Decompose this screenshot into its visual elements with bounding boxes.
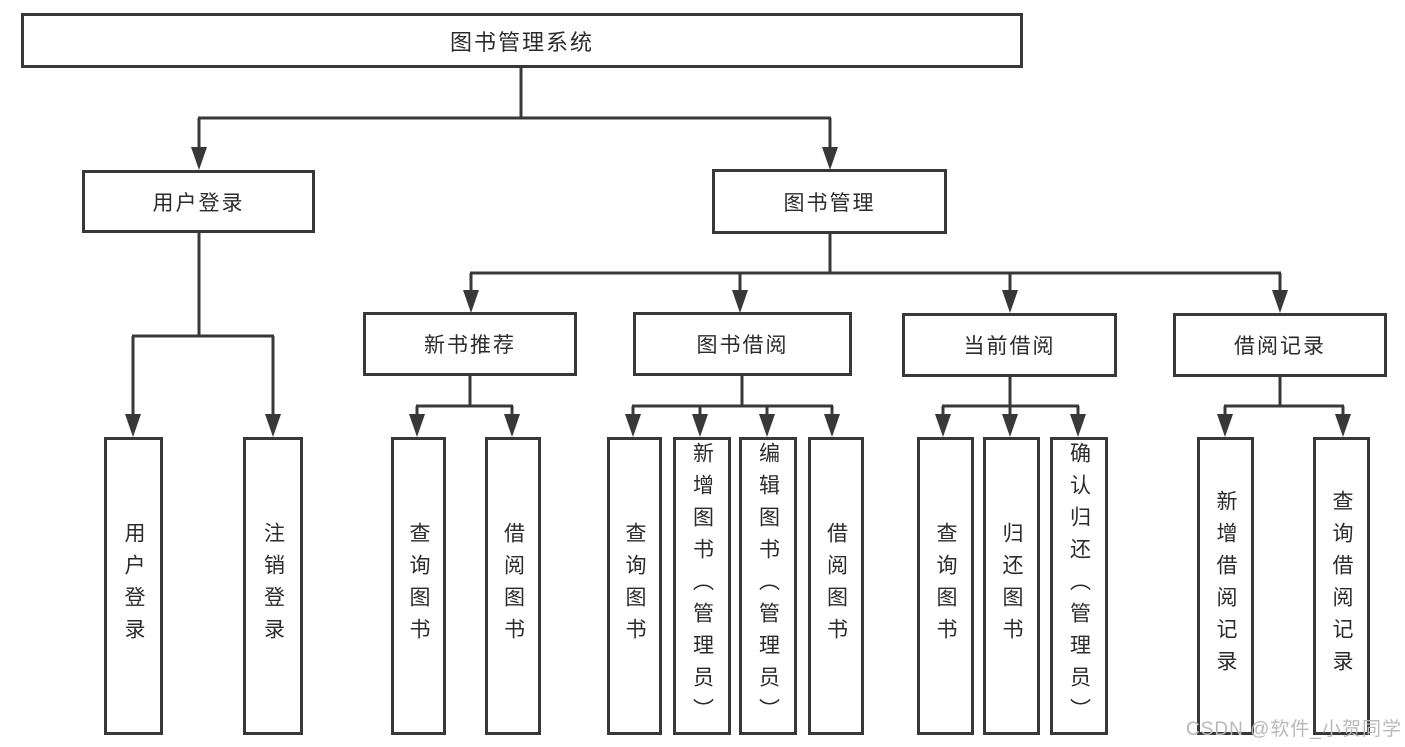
arrowhead-icons (125, 147, 1351, 437)
node-root-label: 图书管理系统 (449, 29, 594, 55)
node-borrowing-records: 借阅记录 (1173, 313, 1387, 377)
leaf-query-books-borrowing-label: 查询图书 (623, 522, 646, 650)
node-current-borrowing: 当前借阅 (902, 313, 1117, 377)
leaf-edit-books-admin-label: 编辑图书（管理员） (756, 442, 780, 730)
leaf-return-books: 归还图书 (983, 437, 1040, 735)
node-root: 图书管理系统 (21, 13, 1023, 68)
leaf-logout-label: 注销登录 (261, 522, 285, 650)
csdn-watermark: CSDN @软件_小贺同学 (1186, 719, 1402, 740)
node-book-management-label: 图书管理 (783, 191, 876, 215)
node-user-login-label: 用户登录 (152, 191, 245, 215)
node-book-management: 图书管理 (712, 169, 947, 234)
node-book-borrowing: 图书借阅 (633, 312, 852, 376)
leaf-query-books-current: 查询图书 (917, 437, 974, 735)
leaf-borrow-books-borrowing-label: 借阅图书 (824, 522, 848, 650)
leaf-borrow-books-borrowing: 借阅图书 (808, 437, 864, 735)
leaf-add-books-admin: 新增图书（管理员） (673, 437, 731, 735)
node-new-book-recommend-label: 新书推荐 (424, 334, 516, 357)
leaf-borrow-books-recommend: 借阅图书 (485, 437, 541, 735)
leaf-add-books-admin-label: 新增图书（管理员） (690, 442, 714, 730)
leaf-borrow-books-recommend-label: 借阅图书 (501, 522, 525, 650)
leaf-query-borrow-record-label: 查询借阅记录 (1330, 490, 1353, 682)
node-book-borrowing-label: 图书借阅 (696, 334, 789, 357)
node-new-book-recommend: 新书推荐 (363, 312, 577, 376)
leaf-query-borrow-record: 查询借阅记录 (1313, 437, 1370, 735)
node-current-borrowing-label: 当前借阅 (963, 335, 1056, 358)
node-user-login: 用户登录 (82, 170, 315, 233)
leaf-query-books-recommend: 查询图书 (391, 437, 446, 735)
leaf-confirm-return-admin: 确认归还（管理员） (1050, 437, 1108, 735)
leaf-query-books-borrowing: 查询图书 (607, 437, 662, 735)
leaf-query-books-recommend-label: 查询图书 (407, 522, 430, 650)
leaf-user-login-label: 用户登录 (122, 522, 145, 650)
leaf-logout: 注销登录 (243, 437, 303, 735)
leaf-user-login: 用户登录 (104, 437, 163, 735)
leaf-add-borrow-record: 新增借阅记录 (1197, 437, 1254, 735)
leaf-confirm-return-admin-label: 确认归还（管理员） (1067, 442, 1091, 730)
leaf-add-borrow-record-label: 新增借阅记录 (1214, 490, 1237, 682)
leaf-edit-books-admin: 编辑图书（管理员） (739, 437, 797, 735)
leaf-query-books-current-label: 查询图书 (934, 522, 957, 650)
node-borrowing-records-label: 借阅记录 (1234, 335, 1326, 358)
leaf-return-books-label: 归还图书 (1000, 522, 1023, 650)
